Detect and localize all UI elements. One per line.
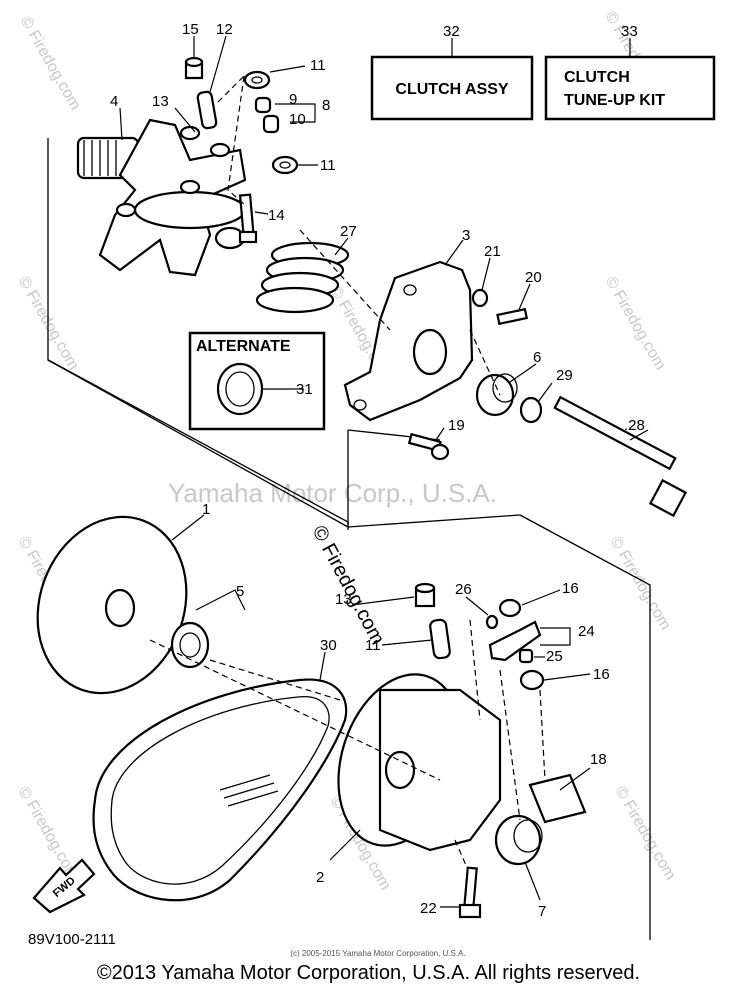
callout-14: 14: [268, 207, 285, 224]
part-21-washer: [471, 288, 489, 308]
watermark-center: Yamaha Motor Corp., U.S.A.: [168, 478, 497, 508]
callout-15: 15: [182, 21, 199, 38]
callout-24: 24: [578, 623, 595, 640]
callout-32: 32: [443, 23, 460, 40]
watermark-site: © Firedog.com: [308, 522, 389, 648]
tune-up-kit-box: CLUTCH TUNE-UP KIT: [544, 55, 716, 121]
callout-16-bottom: 16: [593, 666, 610, 683]
part-12-pin: [196, 90, 218, 130]
part-29-washer: [519, 396, 543, 424]
callout-30: 30: [320, 637, 337, 654]
callout-25: 25: [546, 648, 563, 665]
footer-copyright: ©2013 Yamaha Motor Corporation, U.S.A. A…: [96, 962, 641, 984]
callout-5: 5: [236, 583, 244, 600]
tune-up-kit-label-line2: TUNE-UP KIT: [564, 92, 665, 109]
part-26-pin: [485, 614, 499, 630]
callout-21: 21: [484, 243, 501, 260]
watermark-small-mid-right: © Firedog.com: [602, 274, 669, 374]
part-1-sliding-sheave: [36, 515, 188, 695]
part-24-weight-arm: [488, 620, 542, 662]
alternate-box: ALTERNATE: [188, 331, 326, 431]
part-20-bolt: [496, 307, 529, 326]
callout-12: 12: [216, 21, 233, 38]
part-16-washer-top: [498, 598, 522, 618]
callout-leader-lines: [119, 35, 649, 908]
callout-1: 1: [202, 501, 210, 518]
watermark-small-top-left: © Firedog.com: [17, 14, 84, 114]
callout-6: 6: [533, 349, 541, 366]
callout-labels: 15 12 11 13 9 8 10 11 4 14 27 32 33 3 21…: [110, 21, 645, 920]
part-11-pin-lower: [429, 618, 451, 660]
part-18-sleeve: [528, 773, 587, 824]
callout-11-top: 11: [310, 57, 326, 74]
callout-33: 33: [621, 23, 638, 40]
callout-9: 9: [289, 91, 297, 108]
part-5-bushing: [170, 621, 210, 669]
tune-up-kit-label-line1: CLUTCH: [564, 69, 630, 86]
callout-2: 2: [316, 869, 324, 886]
part-6-bushing: [475, 373, 518, 417]
part-13-nut-lower: [414, 582, 436, 608]
callout-10: 10: [289, 111, 306, 128]
part-9-roller: [254, 96, 272, 114]
part-7-bushing: [494, 814, 543, 866]
part-22-bolt: [458, 866, 482, 919]
part-3-cover: [343, 260, 474, 422]
callout-13-top: 13: [152, 93, 169, 110]
watermark-small-low-right: © Firedog.com: [607, 534, 674, 634]
part-27-spring: [255, 241, 350, 314]
callout-16-top: 16: [562, 580, 579, 597]
part-16-washer-bottom: [519, 669, 545, 691]
part-15-nut: [184, 56, 204, 80]
part-11-washer-top: [243, 70, 271, 90]
diagram-code: 89V100-2111: [28, 931, 116, 948]
callout-28: .28: [624, 417, 645, 434]
clutch-assy-box: CLUTCH ASSY: [370, 55, 534, 121]
part-4-fixed-sheave: [76, 118, 247, 277]
part-28-long-bolt: [553, 395, 688, 518]
part-25-roller: [518, 648, 534, 664]
callout-13-lower: 13: [335, 591, 352, 608]
callout-19: 19: [448, 417, 465, 434]
assembly-dashed-lines: [149, 229, 546, 871]
callout-18: 18: [590, 751, 607, 768]
callout-20: 20: [525, 269, 542, 286]
part-10-bushing: [262, 114, 280, 134]
callout-4: 4: [110, 93, 118, 110]
callout-29: 29: [556, 367, 573, 384]
part-19-bolt: [407, 432, 450, 461]
callout-11-lower: 11: [365, 637, 381, 654]
callout-26: 26: [455, 581, 472, 598]
part-2-secondary-sheave: [337, 673, 502, 852]
watermark-small-bottom-right: © Firedog.com: [612, 784, 679, 884]
part-30-belt: [92, 678, 348, 902]
callout-27: 27: [340, 223, 357, 240]
callout-3: 3: [462, 227, 470, 244]
small-copyright: (c) 2005-2015 Yamaha Motor Corporation, …: [290, 949, 465, 958]
callout-31: 31: [296, 381, 313, 398]
fwd-arrow-icon: FWD: [32, 858, 96, 914]
callout-7: 7: [538, 903, 546, 920]
part-11-washer-mid: [271, 155, 299, 175]
clutch-assy-label: CLUTCH ASSY: [395, 81, 509, 98]
callout-11-mid: 11: [320, 157, 336, 174]
part-14-bolt: [238, 193, 258, 244]
callout-22: 22: [420, 900, 437, 917]
alternate-label: ALTERNATE: [196, 338, 291, 355]
callout-8: 8: [322, 97, 330, 114]
